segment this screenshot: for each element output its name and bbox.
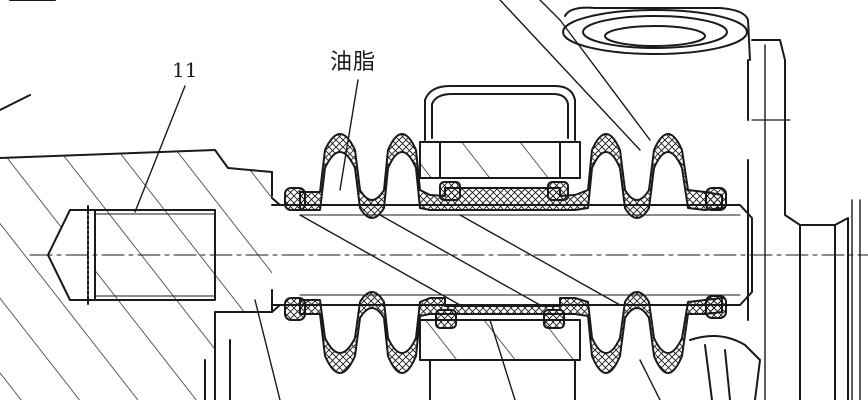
center-ring-lower [419,319,581,400]
leader-line-11 [134,85,186,213]
leader-line-bottom-1 [254,299,281,400]
part-number-label: 11 [172,58,198,82]
grease-label: 油脂 [330,50,377,75]
pinion-cap [562,6,751,61]
diagonal-leader-top-2 [539,0,651,141]
lower-left-base [204,339,231,400]
diagonal-leader-top [499,0,641,151]
leader-line-bottom-2 [489,319,516,400]
leader-line-bottom-3 [639,359,661,400]
center-ring-upper [419,85,581,179]
left-housing-section [0,0,273,400]
right-housing [747,39,861,400]
upper-bellows [284,133,727,219]
lower-right-clip [689,335,761,400]
leader-line-grease [339,79,359,191]
